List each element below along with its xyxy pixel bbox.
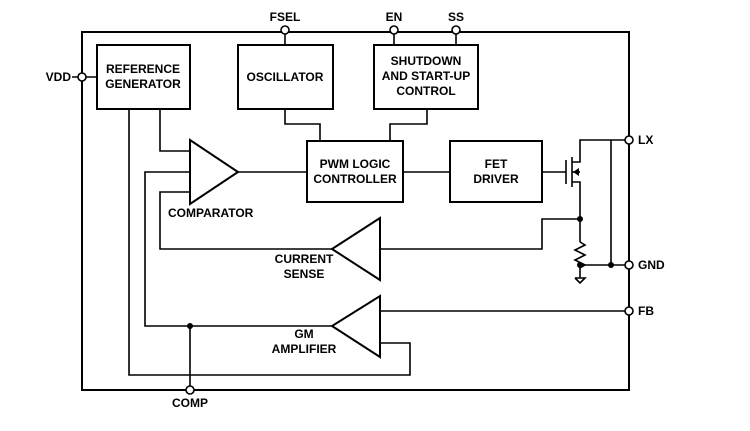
svg-text:FET: FET xyxy=(485,157,508,171)
svg-text:VDD: VDD xyxy=(46,70,72,84)
pin-en: EN xyxy=(386,10,403,35)
pin-comp: COMP xyxy=(172,385,208,410)
wires xyxy=(72,30,627,390)
reference-generator-block: REFERENCE GENERATOR xyxy=(96,44,191,110)
pin-lx: LX xyxy=(624,133,653,147)
current-sense-amplifier: CURRENT SENSE xyxy=(275,216,381,282)
svg-text:FSEL: FSEL xyxy=(270,10,301,24)
pwm-logic-controller-block: PWM LOGIC CONTROLLER xyxy=(306,140,404,203)
junctions xyxy=(187,216,614,329)
svg-text:PWM LOGIC: PWM LOGIC xyxy=(320,157,391,171)
svg-text:CONTROLLER: CONTROLLER xyxy=(313,172,397,186)
svg-text:SS: SS xyxy=(448,10,464,24)
svg-text:OSCILLATOR: OSCILLATOR xyxy=(247,70,324,84)
gm-amplifier: GM AMPLIFIER xyxy=(272,294,381,359)
svg-text:COMP: COMP xyxy=(172,396,208,410)
svg-text:FB: FB xyxy=(638,304,654,318)
pin-gnd: GND xyxy=(624,258,665,272)
svg-text:LX: LX xyxy=(638,133,653,147)
svg-text:DRIVER: DRIVER xyxy=(473,172,519,186)
svg-text:GND: GND xyxy=(638,258,665,272)
oscillator-block: OSCILLATOR xyxy=(237,44,334,110)
pin-ss: SS xyxy=(448,10,464,35)
svg-text:GM: GM xyxy=(294,327,313,341)
svg-text:AND START-UP: AND START-UP xyxy=(382,69,470,83)
pin-fsel: FSEL xyxy=(270,10,301,35)
svg-text:COMPARATOR: COMPARATOR xyxy=(168,206,254,220)
svg-text:GENERATOR: GENERATOR xyxy=(105,77,181,91)
svg-text:CONTROL: CONTROL xyxy=(396,84,455,98)
fet-driver-block: FET DRIVER xyxy=(449,140,543,203)
pin-vdd: VDD xyxy=(46,70,87,84)
svg-text:EN: EN xyxy=(386,10,403,24)
svg-text:AMPLIFIER: AMPLIFIER xyxy=(272,342,337,356)
svg-text:CURRENT: CURRENT xyxy=(275,252,334,266)
comparator: COMPARATOR xyxy=(168,138,254,220)
shutdown-startup-control-block: SHUTDOWN AND START-UP CONTROL xyxy=(373,44,479,110)
svg-text:SHUTDOWN: SHUTDOWN xyxy=(391,54,462,68)
svg-text:SENSE: SENSE xyxy=(284,267,325,281)
pin-fb: FB xyxy=(624,304,654,318)
svg-text:REFERENCE: REFERENCE xyxy=(106,62,180,76)
